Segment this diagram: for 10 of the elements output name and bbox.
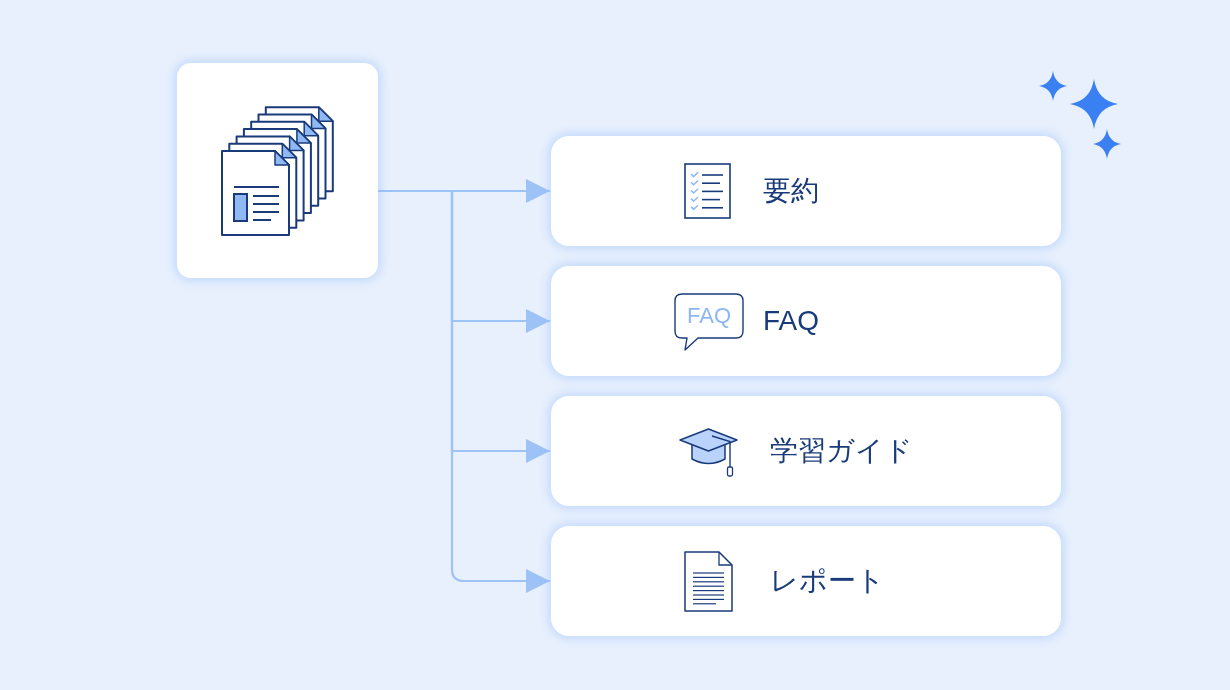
- card: [551, 136, 1061, 246]
- card: [551, 266, 1061, 376]
- node-label: FAQ: [763, 304, 819, 338]
- node-label: 要約: [763, 174, 819, 208]
- speech-bubble: FAQ: [674, 293, 744, 351]
- card: [551, 396, 1061, 506]
- node-label: レポート: [770, 564, 885, 598]
- node-label: 学習ガイド: [770, 434, 913, 468]
- card: [177, 63, 378, 278]
- card: [551, 526, 1061, 636]
